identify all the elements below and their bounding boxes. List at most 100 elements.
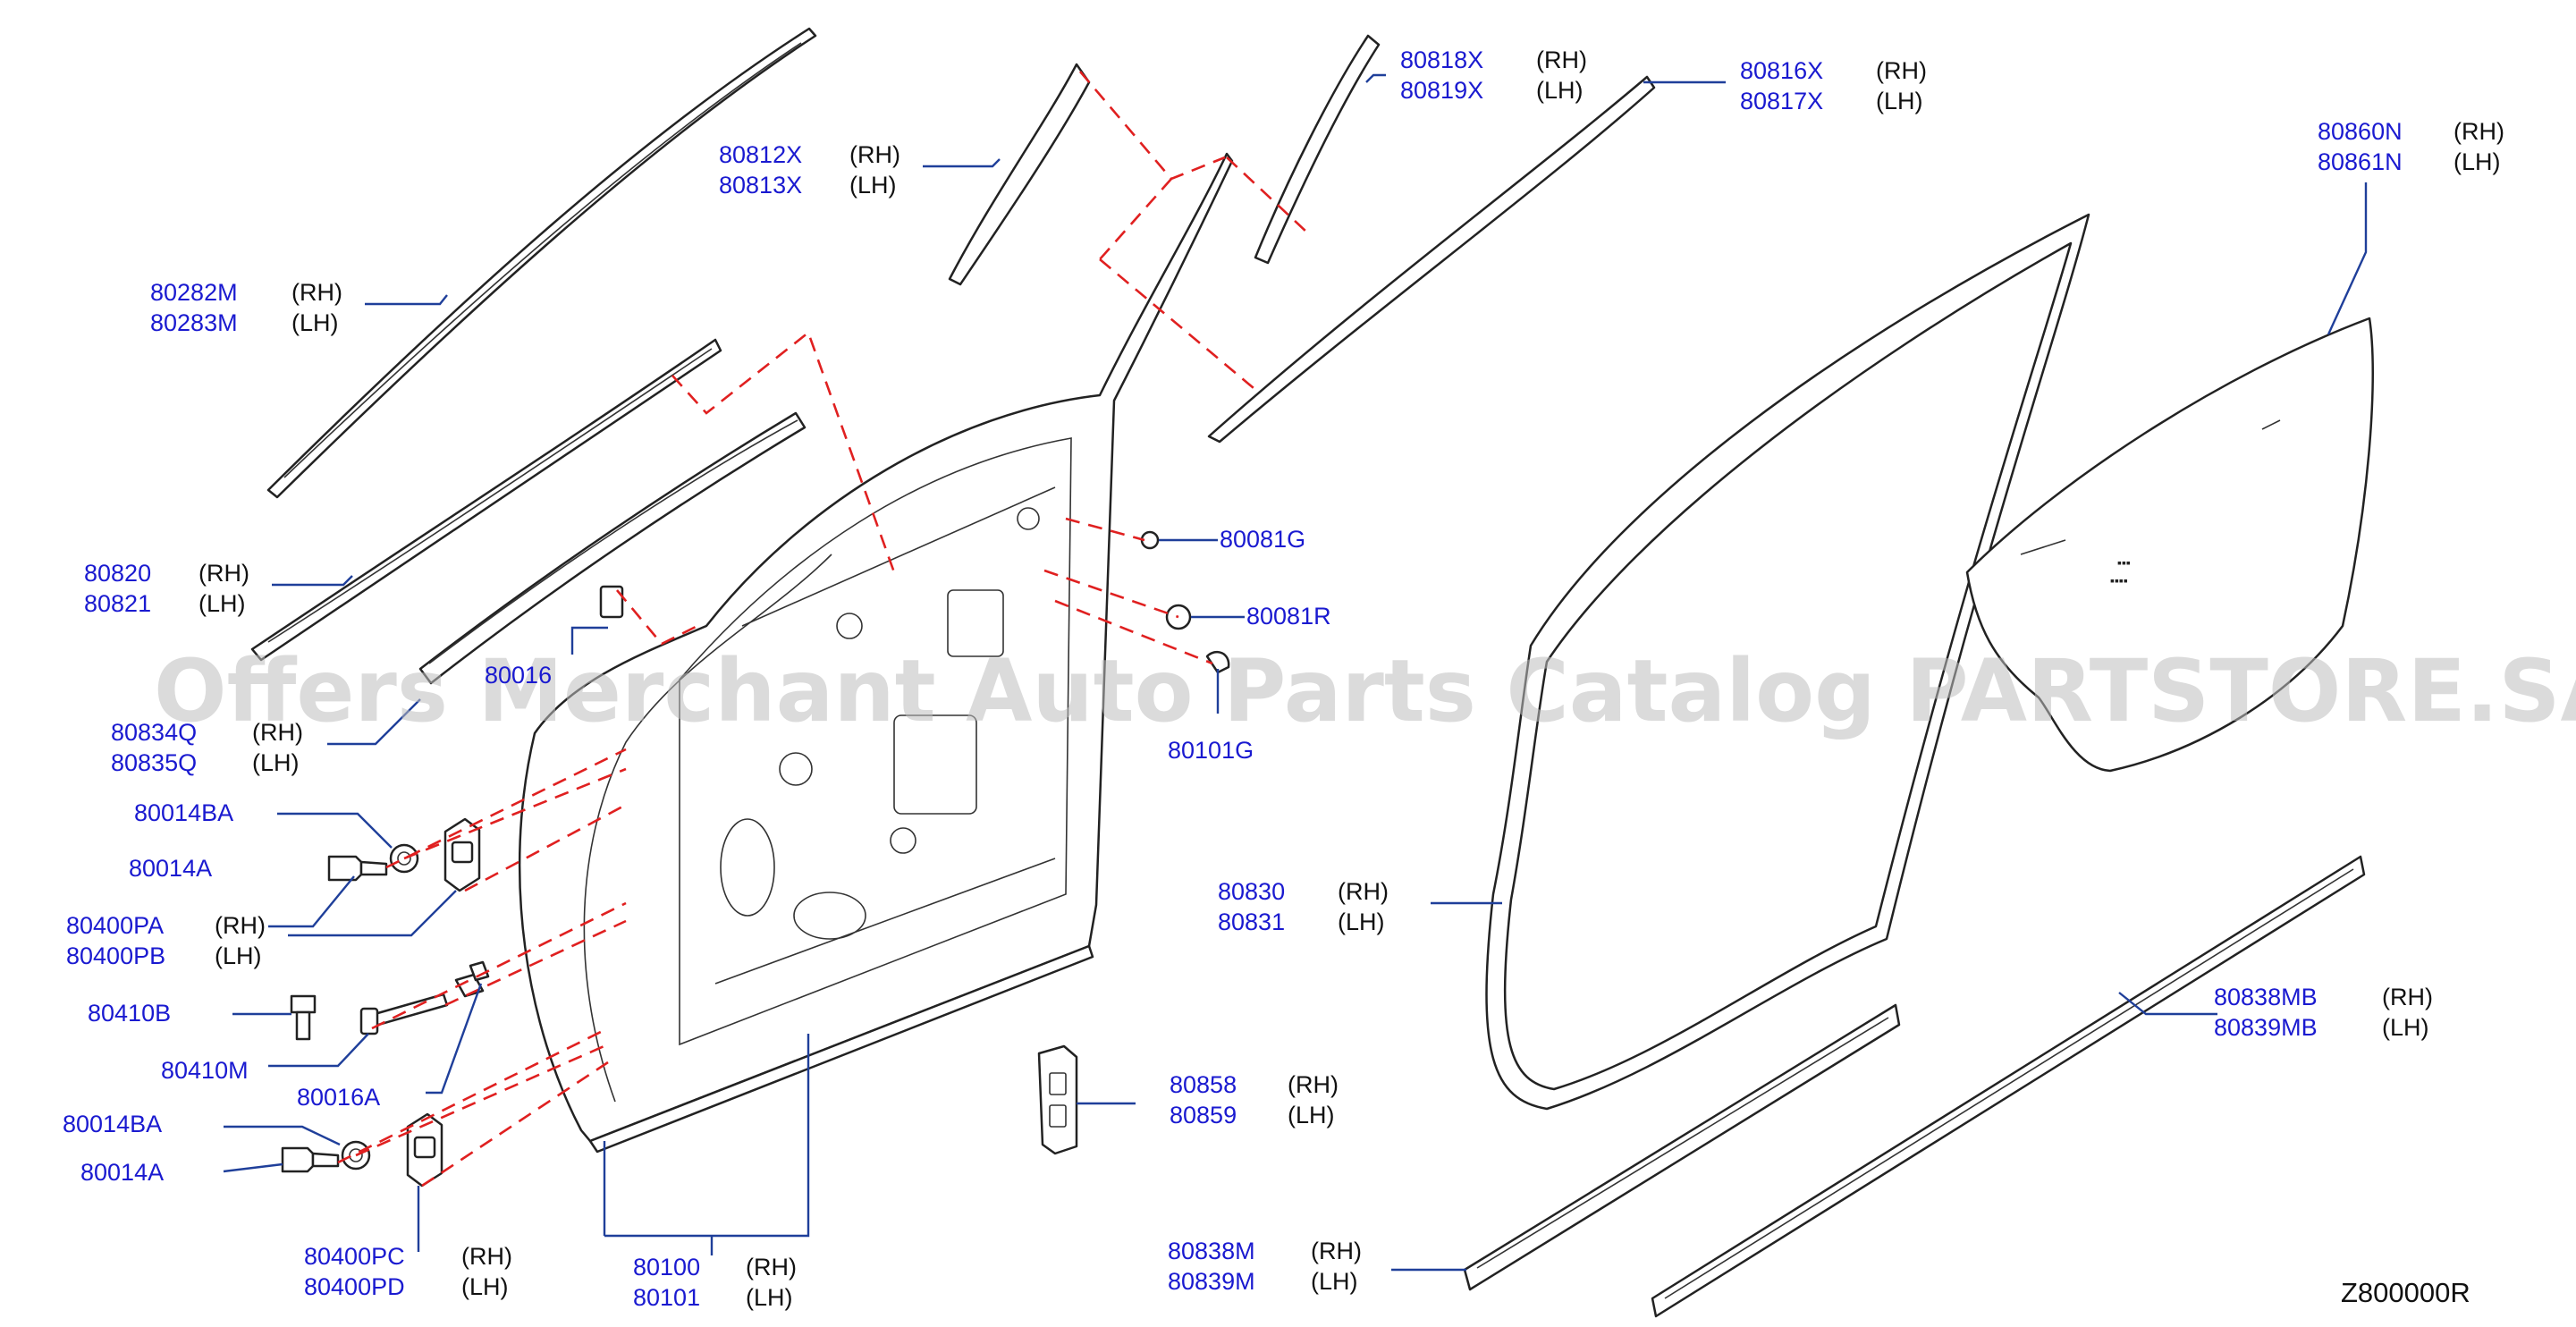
- svg-text:80016: 80016: [485, 662, 552, 689]
- callout-80014A-lower[interactable]: 80014A: [80, 1159, 164, 1186]
- upper-bolt-80014A[interactable]: [327, 855, 388, 882]
- callout-80816X[interactable]: 80816X (RH) 80817X (LH): [1740, 57, 1927, 114]
- svg-text:(RH): (RH): [461, 1243, 512, 1270]
- svg-text:80812X: 80812X: [719, 141, 802, 168]
- svg-text:80400PC: 80400PC: [304, 1243, 405, 1270]
- callout-80014BA-upper[interactable]: 80014BA: [134, 799, 233, 826]
- check-bolt-80410B[interactable]: [290, 994, 317, 1041]
- svg-text:(RH): (RH): [215, 912, 266, 939]
- svg-text:80101G: 80101G: [1168, 737, 1254, 764]
- svg-text:(LH): (LH): [2454, 148, 2501, 175]
- svg-text:80830: 80830: [1218, 878, 1285, 905]
- svg-text:80818X: 80818X: [1400, 46, 1483, 73]
- svg-text:80819X: 80819X: [1400, 77, 1483, 104]
- callout-80014BA-lower[interactable]: 80014BA: [63, 1111, 162, 1137]
- callout-80101G[interactable]: 80101G: [1168, 737, 1254, 764]
- callout-80820[interactable]: 80820 (RH) 80821 (LH): [84, 560, 249, 617]
- svg-text:(RH): (RH): [1311, 1238, 1362, 1264]
- callout-80100[interactable]: 80100 (RH) 80101 (LH): [633, 1254, 797, 1311]
- svg-text:(LH): (LH): [198, 590, 246, 617]
- svg-text:(LH): (LH): [291, 309, 339, 336]
- callout-80838MB[interactable]: 80838MB (RH) 80839MB (LH): [2214, 984, 2433, 1041]
- callout-80282M[interactable]: 80282M (RH) 80283M (LH): [150, 279, 342, 336]
- svg-text:(RH): (RH): [1876, 57, 1927, 84]
- svg-text:80820: 80820: [84, 560, 151, 587]
- svg-text:(LH): (LH): [1338, 909, 1385, 935]
- svg-text:80081R: 80081R: [1246, 603, 1331, 630]
- svg-text:80400PD: 80400PD: [304, 1273, 405, 1300]
- callout-80860N[interactable]: 80860N (RH) 80861N (LH): [2318, 118, 2504, 175]
- svg-text:80081G: 80081G: [1220, 526, 1305, 553]
- bracket-80858[interactable]: [1037, 1044, 1078, 1155]
- door-glass-80860N[interactable]: ▪▪▪ ▪▪▪▪: [1965, 317, 2374, 773]
- upper-hinge-80400PA[interactable]: [443, 817, 481, 892]
- svg-text:80839M: 80839M: [1168, 1268, 1255, 1295]
- svg-text:(LH): (LH): [252, 749, 300, 776]
- pillar-trim-80812X[interactable]: [948, 63, 1091, 286]
- svg-text:80016A: 80016A: [297, 1084, 380, 1111]
- svg-text:(RH): (RH): [849, 141, 900, 168]
- check-bolt-80016A[interactable]: [454, 960, 490, 998]
- svg-text:(RH): (RH): [198, 560, 249, 587]
- door-weatherstrip-80830[interactable]: [1485, 213, 2090, 1111]
- svg-text:80839MB: 80839MB: [2214, 1014, 2318, 1041]
- svg-text:(RH): (RH): [2454, 118, 2504, 145]
- svg-text:(RH): (RH): [291, 279, 342, 306]
- svg-text:(LH): (LH): [2382, 1014, 2429, 1041]
- svg-text:80838M: 80838M: [1168, 1238, 1255, 1264]
- svg-text:80838MB: 80838MB: [2214, 984, 2318, 1010]
- callout-80830[interactable]: 80830 (RH) 80831 (LH): [1218, 878, 1389, 935]
- svg-text:80014A: 80014A: [129, 855, 212, 882]
- callout-80016[interactable]: 80016: [485, 662, 552, 689]
- lower-bolt-80014A[interactable]: [281, 1146, 340, 1173]
- svg-text:(LH): (LH): [1876, 88, 1923, 114]
- svg-text:(RH): (RH): [1338, 878, 1389, 905]
- svg-text:80014BA: 80014BA: [63, 1111, 162, 1137]
- svg-text:(RH): (RH): [2382, 984, 2433, 1010]
- sill-moulding-80838MB[interactable]: [1651, 855, 2366, 1318]
- clip-80101G[interactable]: [1205, 650, 1230, 674]
- svg-text:(LH): (LH): [1288, 1102, 1335, 1128]
- callout-80834Q[interactable]: 80834Q (RH) 80835Q (LH): [111, 719, 303, 776]
- callout-80016A[interactable]: 80016A: [297, 1084, 380, 1111]
- callout-80858[interactable]: 80858 (RH) 80859 (LH): [1170, 1071, 1339, 1128]
- callout-80014A-upper[interactable]: 80014A: [129, 855, 212, 882]
- callout-80081G[interactable]: 80081G: [1220, 526, 1305, 553]
- watermark: Offers Merchant Auto Parts Catalog PARTS…: [154, 641, 2576, 741]
- sill-moulding-80838M[interactable]: [1463, 1003, 1901, 1291]
- svg-text:80400PA: 80400PA: [66, 912, 164, 939]
- callout-labels: 80282M (RH) 80283M (LH) 80812X (RH) 8081…: [63, 46, 2504, 1311]
- svg-text:80400PB: 80400PB: [66, 942, 165, 969]
- svg-text:▪▪▪: ▪▪▪: [2117, 555, 2131, 570]
- callout-80400PC[interactable]: 80400PC (RH) 80400PD (LH): [304, 1243, 512, 1300]
- svg-text:80831: 80831: [1218, 909, 1285, 935]
- callout-80410B[interactable]: 80410B: [88, 1000, 171, 1027]
- svg-text:80821: 80821: [84, 590, 151, 617]
- svg-text:80860N: 80860N: [2318, 118, 2403, 145]
- svg-text:(LH): (LH): [215, 942, 262, 969]
- svg-text:80014BA: 80014BA: [134, 799, 233, 826]
- callout-80838M[interactable]: 80838M (RH) 80839M (LH): [1168, 1238, 1362, 1295]
- svg-text:80835Q: 80835Q: [111, 749, 197, 776]
- callout-80081R[interactable]: 80081R: [1246, 603, 1331, 630]
- svg-text:(RH): (RH): [1536, 46, 1587, 73]
- svg-text:(RH): (RH): [746, 1254, 797, 1281]
- svg-text:80813X: 80813X: [719, 172, 802, 199]
- assembly-lines: [337, 71, 1308, 1188]
- sash-moulding-80816X[interactable]: [1207, 75, 1656, 444]
- inner-weatherstrip-80834Q[interactable]: [418, 411, 807, 685]
- callout-80812X[interactable]: 80812X (RH) 80813X (LH): [719, 141, 900, 199]
- callout-80818X[interactable]: 80818X (RH) 80819X (LH): [1400, 46, 1587, 104]
- svg-text:80282M: 80282M: [150, 279, 238, 306]
- line-art: ▪▪▪ ▪▪▪▪: [250, 27, 2374, 1318]
- door-shell-80100[interactable]: [518, 152, 1234, 1154]
- svg-text:80834Q: 80834Q: [111, 719, 197, 746]
- callout-80410M[interactable]: 80410M: [161, 1057, 249, 1084]
- callout-80400PA[interactable]: 80400PA (RH) 80400PB (LH): [66, 912, 266, 969]
- svg-text:80014A: 80014A: [80, 1159, 164, 1186]
- svg-text:(LH): (LH): [1311, 1268, 1358, 1295]
- outer-moulding-80282M[interactable]: [266, 27, 817, 499]
- sash-strip-80818X[interactable]: [1254, 34, 1381, 265]
- clip-80016[interactable]: [599, 585, 624, 619]
- svg-text:80816X: 80816X: [1740, 57, 1823, 84]
